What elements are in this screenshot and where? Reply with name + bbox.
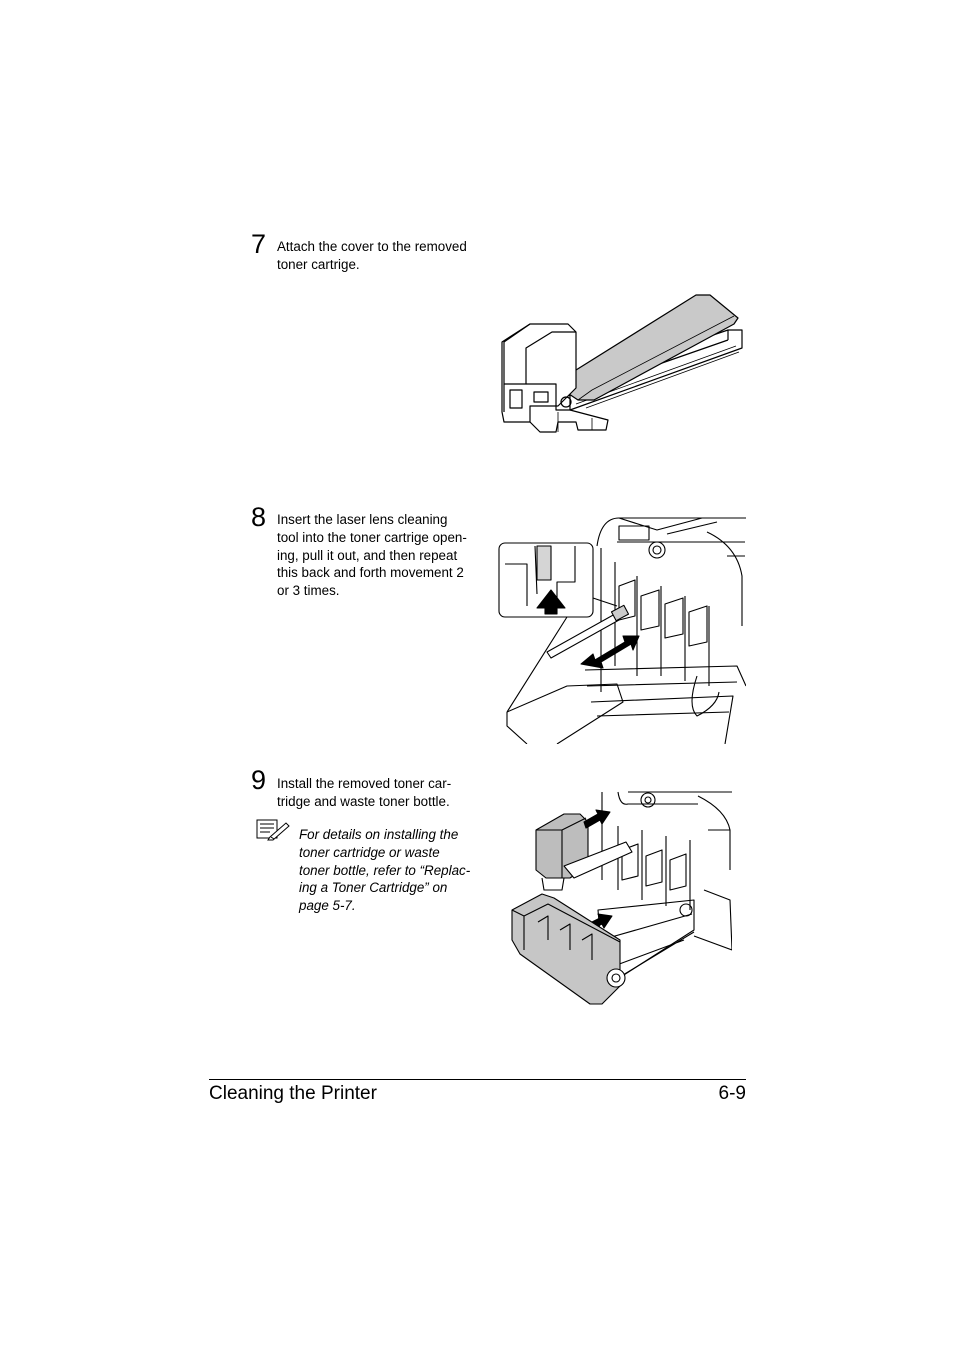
step-8-line: ing, pull it out, and then repeat	[277, 547, 458, 563]
step-8-line: this back and forth movement 2	[277, 565, 464, 581]
footer-rule	[209, 1079, 746, 1080]
note-pencil-icon	[256, 819, 290, 841]
step-8-text: Insert the laser lens cleaning tool into…	[277, 511, 489, 600]
note-text: For details on installing the toner cart…	[299, 826, 499, 915]
step-7-number: 7	[251, 229, 267, 259]
step-8-line: or 3 times.	[277, 583, 340, 599]
note-line: toner bottle, refer to “Replac-	[299, 862, 471, 878]
footer-section-title: Cleaning the Printer	[209, 1083, 377, 1104]
step-8-line: tool into the toner cartrige open-	[277, 529, 467, 545]
footer-page-number: 6-9	[718, 1083, 746, 1104]
step-7-line: toner cartrige.	[277, 256, 360, 272]
note-line: For details on installing the	[299, 827, 459, 842]
step-8-line: Insert the laser lens cleaning	[277, 512, 448, 527]
step-9-line: tridge and waste toner bottle.	[277, 793, 450, 809]
note-line: page 5-7.	[299, 898, 356, 914]
step-7-line: Attach the cover to the removed	[277, 239, 467, 254]
note-line: ing a Toner Cartridge” on	[299, 880, 448, 896]
step-7-text: Attach the cover to the removed toner ca…	[277, 238, 489, 274]
step-9-line: Install the removed toner car-	[277, 776, 452, 791]
step-8-number: 8	[251, 502, 267, 532]
step-9-number: 9	[251, 765, 267, 795]
lens-cleaning-illustration	[498, 517, 746, 744]
toner-cartridge-cover-illustration	[501, 294, 743, 433]
install-cartridge-illustration	[511, 791, 732, 1005]
step-9-text: Install the removed toner car- tridge an…	[277, 775, 489, 811]
note-line: toner cartridge or waste	[299, 844, 440, 860]
